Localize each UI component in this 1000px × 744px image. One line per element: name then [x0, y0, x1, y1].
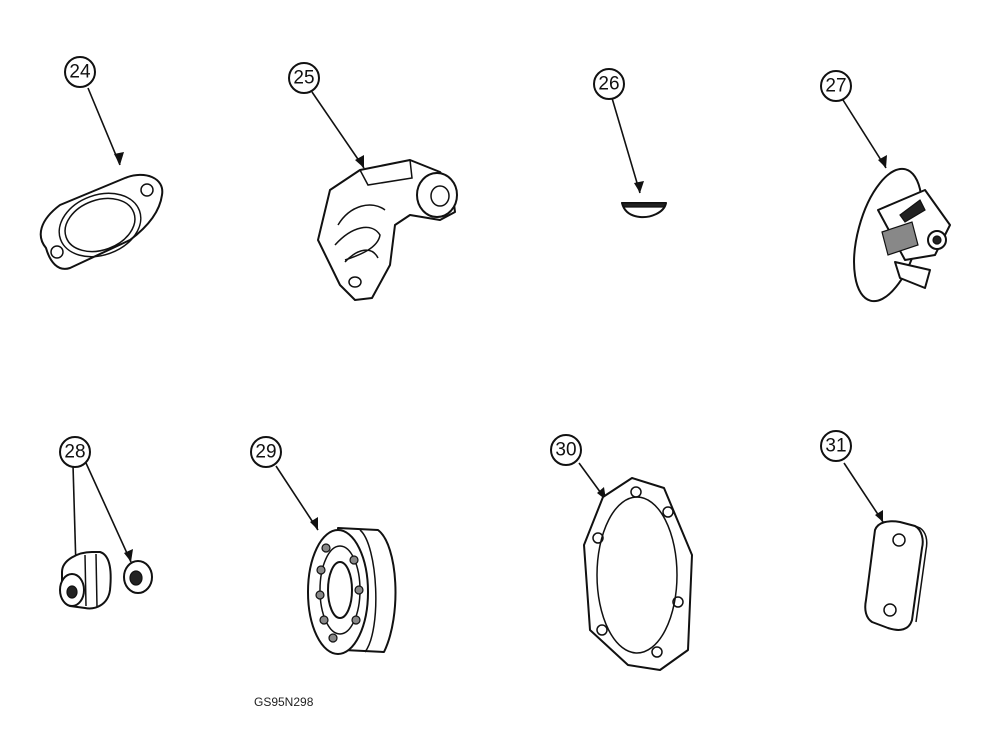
callout-25-label: 25 — [293, 68, 314, 89]
callout-30: 30 — [550, 434, 582, 466]
callout-28: 28 — [59, 436, 91, 468]
callout-28-label: 28 — [64, 442, 85, 463]
part-28-seal — [59, 462, 153, 610]
part-27-impeller — [842, 99, 951, 303]
callout-26-label: 26 — [598, 74, 619, 95]
part-25-bracket — [311, 91, 458, 301]
callout-29: 29 — [250, 436, 282, 468]
part-24-gasket — [39, 87, 164, 270]
part-31-cover — [843, 462, 928, 631]
part-30-gasket — [578, 462, 693, 671]
bearing-balls — [315, 543, 364, 643]
callout-25: 25 — [288, 62, 320, 94]
callout-27-label: 27 — [825, 76, 846, 97]
figure-id-label: GS95N298 — [254, 695, 314, 709]
callout-24-label: 24 — [69, 62, 91, 83]
callout-30-label: 30 — [555, 440, 576, 461]
callout-24: 24 — [64, 56, 96, 88]
callout-26: 26 — [593, 68, 625, 100]
callout-27: 27 — [820, 70, 852, 102]
callout-31: 31 — [820, 430, 852, 462]
callout-29-label: 29 — [255, 442, 276, 463]
part-26-key — [611, 97, 667, 219]
callout-31-label: 31 — [825, 436, 846, 457]
part-29-bearing — [275, 465, 397, 655]
